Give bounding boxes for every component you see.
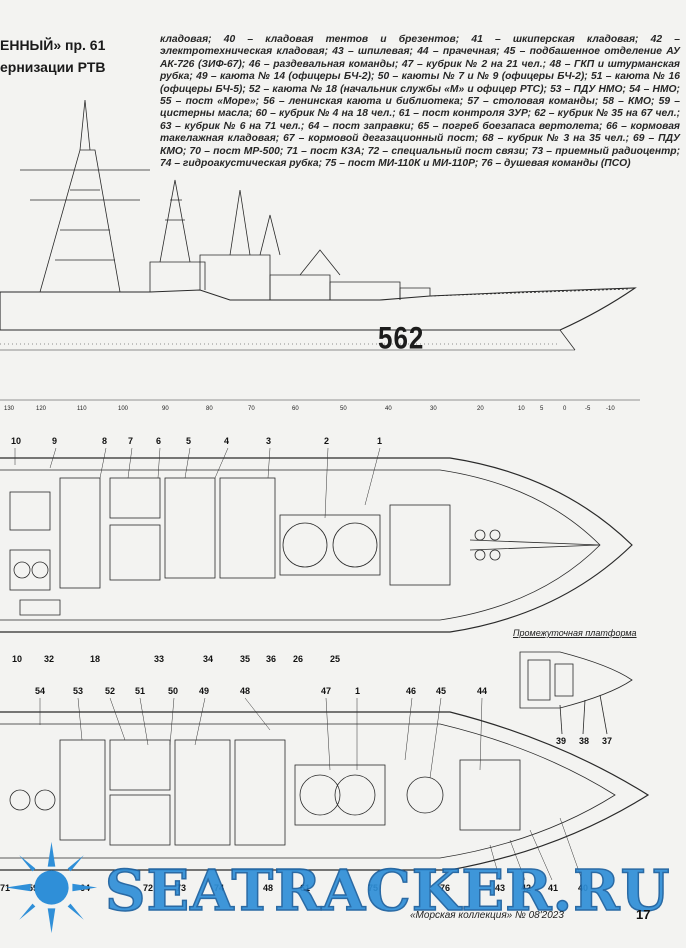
frame-0: 0 <box>563 406 567 412</box>
watermark: SEATRACKER.RU <box>104 857 671 925</box>
callout: 59 <box>28 883 38 893</box>
callout: 74 <box>214 883 224 893</box>
deck-callouts-top: 10 9 8 7 6 5 4 3 2 1 <box>11 436 382 446</box>
callout: 1 <box>377 436 382 446</box>
callout: 75 <box>368 883 378 893</box>
lower-callouts-top: 54 53 52 51 50 49 48 47 1 46 45 44 <box>35 686 487 696</box>
callout: 73 <box>176 883 186 893</box>
callout: 72 <box>143 883 153 893</box>
callout: 71 <box>0 883 10 893</box>
callout: 52 <box>105 686 115 696</box>
callout: 54 <box>35 686 45 696</box>
callout: 38 <box>579 736 589 746</box>
callout: 25 <box>330 654 340 664</box>
frame-40: 40 <box>385 406 392 412</box>
frame-minus-10: -10 <box>606 406 615 412</box>
frame-110: 110 <box>77 406 87 412</box>
callout: 10 <box>12 654 22 664</box>
frame-100: 100 <box>118 406 129 412</box>
callout: 35 <box>240 654 250 664</box>
callout: 2 <box>324 436 329 446</box>
frame-5: 5 <box>540 406 544 412</box>
callout: 7 <box>128 436 133 446</box>
callout: 9 <box>52 436 57 446</box>
callout: 51 <box>135 686 145 696</box>
callout: 44 <box>477 686 487 696</box>
sun-logo-icon <box>5 841 98 934</box>
callout: 37 <box>602 736 612 746</box>
callout: 36 <box>266 654 276 664</box>
callout: 43 <box>495 883 505 893</box>
frame-90: 90 <box>162 406 169 412</box>
callout: 46 <box>406 686 416 696</box>
callout: 32 <box>44 654 54 664</box>
callout: 5 <box>186 436 191 446</box>
frame-30: 30 <box>430 406 437 412</box>
deck-callouts-bottom: 10 32 18 33 34 35 36 26 25 <box>12 654 340 664</box>
callout: 42 <box>521 883 531 893</box>
platform-label: Промежуточная платформа <box>513 628 637 638</box>
callout: 3 <box>266 436 271 446</box>
callout: 4 <box>224 436 229 446</box>
platform-callouts: 39 38 37 <box>556 736 612 746</box>
callout: 53 <box>73 686 83 696</box>
frame-minus-5: -5 <box>585 406 591 412</box>
article-title: ЕННЫЙ» пр. 61 ернизации РТВ <box>0 34 150 78</box>
callout: 48 <box>263 883 273 893</box>
callout: 39 <box>556 736 566 746</box>
frame-20: 20 <box>477 406 484 412</box>
frame-130: 130 <box>4 406 15 412</box>
frame-70: 70 <box>248 406 255 412</box>
frame-80: 80 <box>206 406 213 412</box>
frame-10: 10 <box>518 406 525 412</box>
title-line-2: ернизации РТВ <box>0 59 106 75</box>
callout: 49 <box>199 686 209 696</box>
callout: 48 <box>240 686 250 696</box>
callout: 61 <box>300 883 310 893</box>
callout: 47 <box>321 686 331 696</box>
frame-60: 60 <box>292 406 299 412</box>
hull-number: 562 <box>378 319 425 356</box>
callout: 6 <box>156 436 161 446</box>
page-number: 17 <box>636 907 651 922</box>
callout: 50 <box>168 686 178 696</box>
frame-50: 50 <box>340 406 347 412</box>
callout: 34 <box>203 654 213 664</box>
callout: 8 <box>102 436 107 446</box>
callout: 41 <box>548 883 558 893</box>
callout: 26 <box>293 654 303 664</box>
callout: 45 <box>436 686 446 696</box>
title-line-1: ЕННЫЙ» пр. 61 <box>0 37 106 53</box>
callout: 1 <box>355 686 360 696</box>
frame-scale: 130 120 110 100 90 80 70 60 50 40 30 20 … <box>4 406 615 412</box>
callout: 10 <box>11 436 21 446</box>
footer-text: «Морская коллекция» № 08'2023 <box>410 910 564 921</box>
legend-text: кладовая; 40 – кладовая тентов и брезент… <box>160 34 680 170</box>
callout: 18 <box>90 654 100 664</box>
callout: 40 <box>578 883 588 893</box>
callout: 76 <box>440 883 450 893</box>
frame-120: 120 <box>36 406 47 412</box>
callout: 33 <box>154 654 164 664</box>
